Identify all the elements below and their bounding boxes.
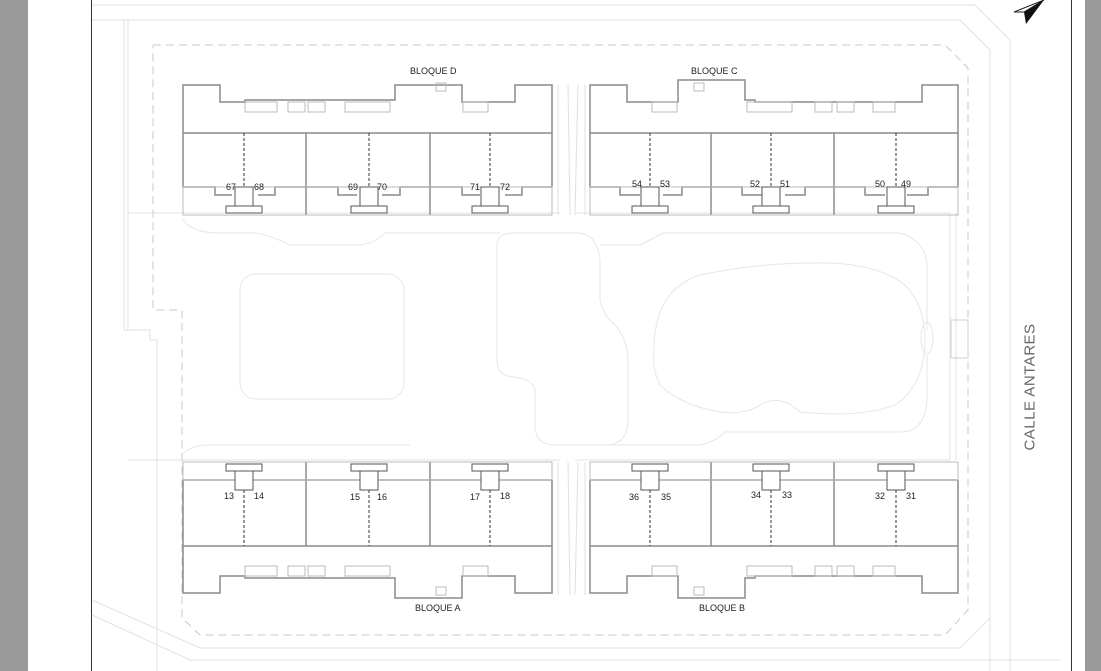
unit-number: 49	[901, 179, 912, 189]
property-line	[152, 44, 969, 636]
unit-number: 72	[500, 182, 511, 192]
block-b-stairs	[631, 463, 915, 491]
unit-number: 34	[751, 490, 762, 500]
unit-number: 36	[629, 492, 640, 502]
unit-number: 54	[632, 179, 643, 189]
block-c-stairs	[631, 186, 915, 214]
unit-number: 17	[470, 492, 481, 502]
block-b-label: BLOQUE B	[699, 603, 746, 613]
block-d-stairs	[225, 186, 509, 214]
center-walkway	[557, 84, 586, 596]
unit-number: 32	[875, 491, 886, 501]
sheet-border-left	[91, 0, 92, 671]
block-a-stairs	[225, 463, 509, 491]
unit-number: 18	[500, 491, 511, 501]
unit-number: 51	[780, 179, 791, 189]
unit-number: 16	[377, 492, 388, 502]
north-arrow-icon	[1013, 0, 1045, 24]
unit-number: 71	[470, 182, 481, 192]
sheet-border-right	[1071, 0, 1072, 671]
unit-number: 52	[750, 179, 761, 189]
unit-number: 53	[660, 179, 671, 189]
unit-number: 14	[254, 491, 265, 501]
unit-number: 13	[224, 491, 235, 501]
drawing-sheet	[28, 0, 1085, 671]
unit-number: 68	[254, 182, 265, 192]
block-d-label: BLOQUE D	[410, 66, 457, 76]
block-a-label: BLOQUE A	[415, 603, 461, 613]
unit-number: 33	[782, 490, 793, 500]
unit-number: 15	[350, 492, 361, 502]
unit-number: 67	[226, 182, 237, 192]
unit-number: 35	[661, 492, 672, 502]
unit-number: 69	[348, 182, 359, 192]
unit-number: 70	[377, 182, 388, 192]
block-c-label: BLOQUE C	[691, 66, 738, 76]
street-label: CALLE ANTARES	[1021, 323, 1039, 451]
unit-number: 31	[906, 491, 917, 501]
landscape-paths	[181, 217, 969, 456]
unit-number: 50	[875, 179, 886, 189]
